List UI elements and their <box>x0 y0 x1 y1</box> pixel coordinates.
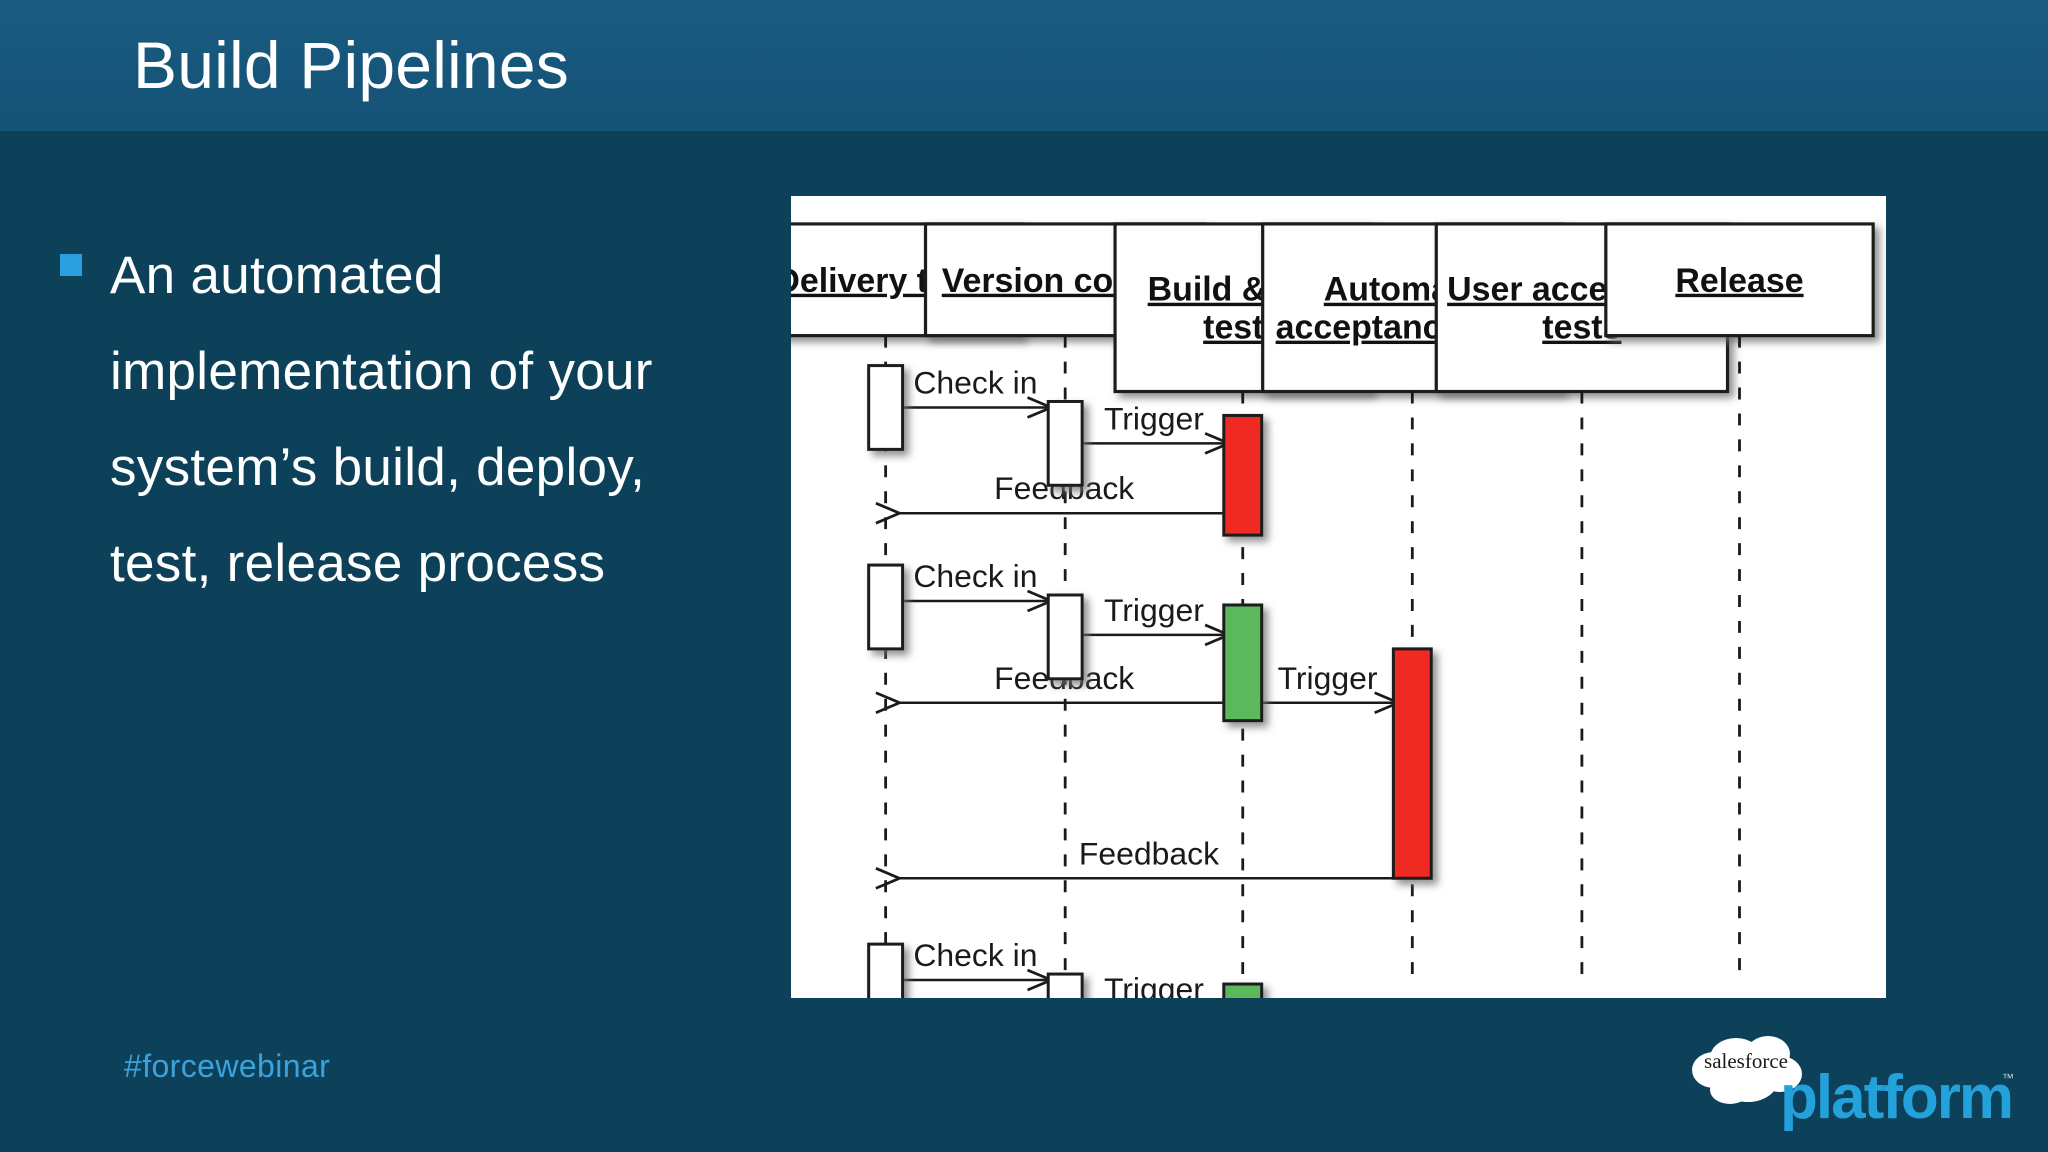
activation-bar-act-2-build <box>1222 603 1264 723</box>
message-label: Trigger <box>1104 592 1204 628</box>
slide-title-band: Build Pipelines <box>0 0 2048 131</box>
page-title: Build Pipelines <box>133 28 569 102</box>
activation-bar-act-1-version <box>1046 399 1084 487</box>
lifeline-label: Release <box>1675 262 1803 300</box>
message-m10: Trigger <box>1104 971 1204 998</box>
activation-bar-act-1-delivery <box>867 364 905 451</box>
message-label: Trigger <box>1104 971 1204 998</box>
cloud-icon <box>1692 1036 1802 1104</box>
salesforce-platform-logo: salesforce platform ™ <box>1692 1036 2014 1132</box>
logo-wordmark: platform <box>1780 1063 2012 1132</box>
activation-bar-act-1-build <box>1222 413 1264 537</box>
message-m9: Check in <box>899 937 1052 980</box>
webinar-hashtag: #forcewebinar <box>124 1048 331 1084</box>
activation-bar-act-2-version <box>1046 593 1084 681</box>
message-m4: Check in <box>899 558 1052 601</box>
message-label: Feedback <box>1079 835 1219 871</box>
activation-bar-act-3-version <box>1046 972 1084 998</box>
message-m5: Trigger <box>1079 592 1229 635</box>
bullet-text: An automated implementation of your syst… <box>110 246 653 593</box>
activation-bar-act-3-build <box>1222 982 1264 998</box>
activation-bar-act-2-auto <box>1391 647 1433 880</box>
message-label: Check in <box>913 558 1037 594</box>
message-m8: Feedback <box>900 835 1399 878</box>
lifeline-release: Release <box>1604 222 1875 979</box>
message-label: Trigger <box>1104 400 1204 436</box>
logo-trademark-icon: ™ <box>2002 1071 2014 1085</box>
slide-body: An automated implementation of your syst… <box>60 228 750 612</box>
message-label: Check in <box>913 937 1037 973</box>
message-m7: Trigger <box>1256 660 1399 703</box>
activation-group <box>867 364 1433 998</box>
activation-bar-act-3-delivery <box>867 942 905 998</box>
logo-cloud-word: salesforce <box>1704 1049 1788 1073</box>
message-label: Check in <box>913 365 1037 401</box>
bullet-list-item: An automated implementation of your syst… <box>60 228 750 612</box>
square-bullet-icon <box>60 254 82 276</box>
message-m2: Trigger <box>1079 400 1229 443</box>
message-m1: Check in <box>899 365 1052 408</box>
activation-bar-act-2-delivery <box>867 563 905 651</box>
message-label: Trigger <box>1278 660 1378 696</box>
